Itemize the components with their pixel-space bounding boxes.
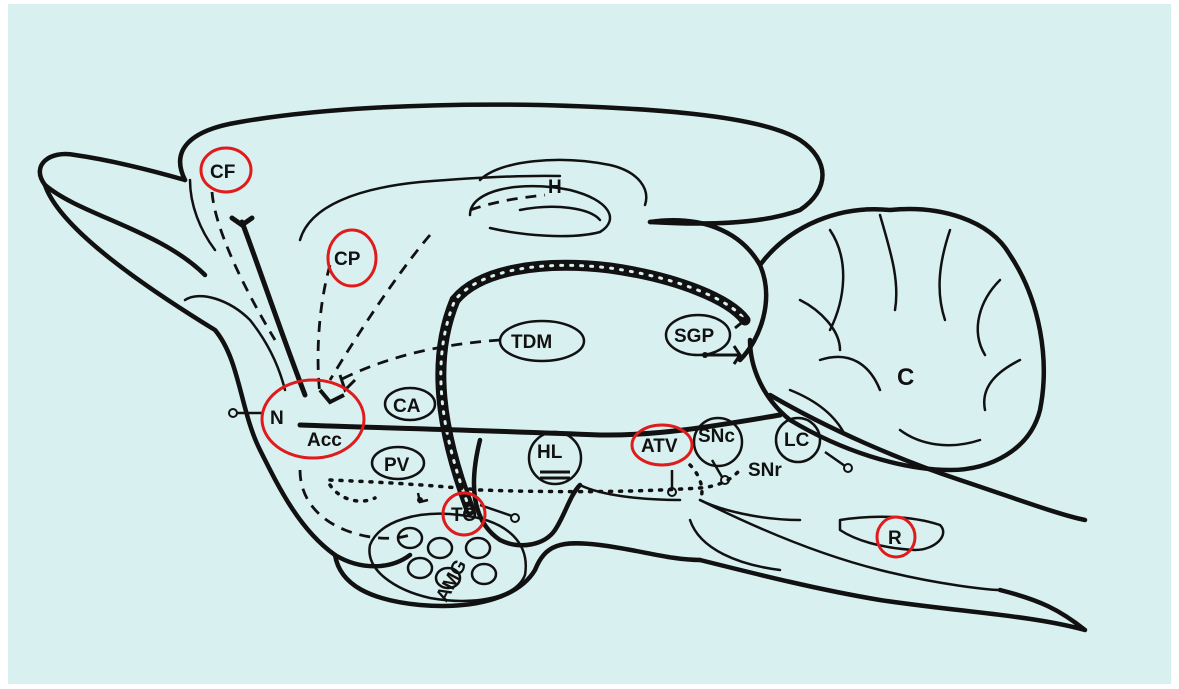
label-hl: HL xyxy=(537,442,563,463)
label-c: C xyxy=(897,364,914,391)
label-cp: CP xyxy=(334,249,361,270)
label-to: TO xyxy=(451,505,477,526)
label-cf: CF xyxy=(210,162,235,183)
label-pv: PV xyxy=(384,455,410,476)
label-snr: SNr xyxy=(748,460,782,481)
label-tdm: TDM xyxy=(511,332,552,353)
label-ca: CA xyxy=(393,396,421,417)
label-sgp: SGP xyxy=(674,326,714,347)
label-atv: ATV xyxy=(641,436,678,457)
label-acc: Acc xyxy=(307,430,342,451)
label-n: N xyxy=(270,408,284,429)
label-snc: SNc xyxy=(698,426,735,447)
label-h: H xyxy=(548,177,562,198)
label-r: R xyxy=(888,528,902,549)
label-lc: LC xyxy=(784,430,810,451)
